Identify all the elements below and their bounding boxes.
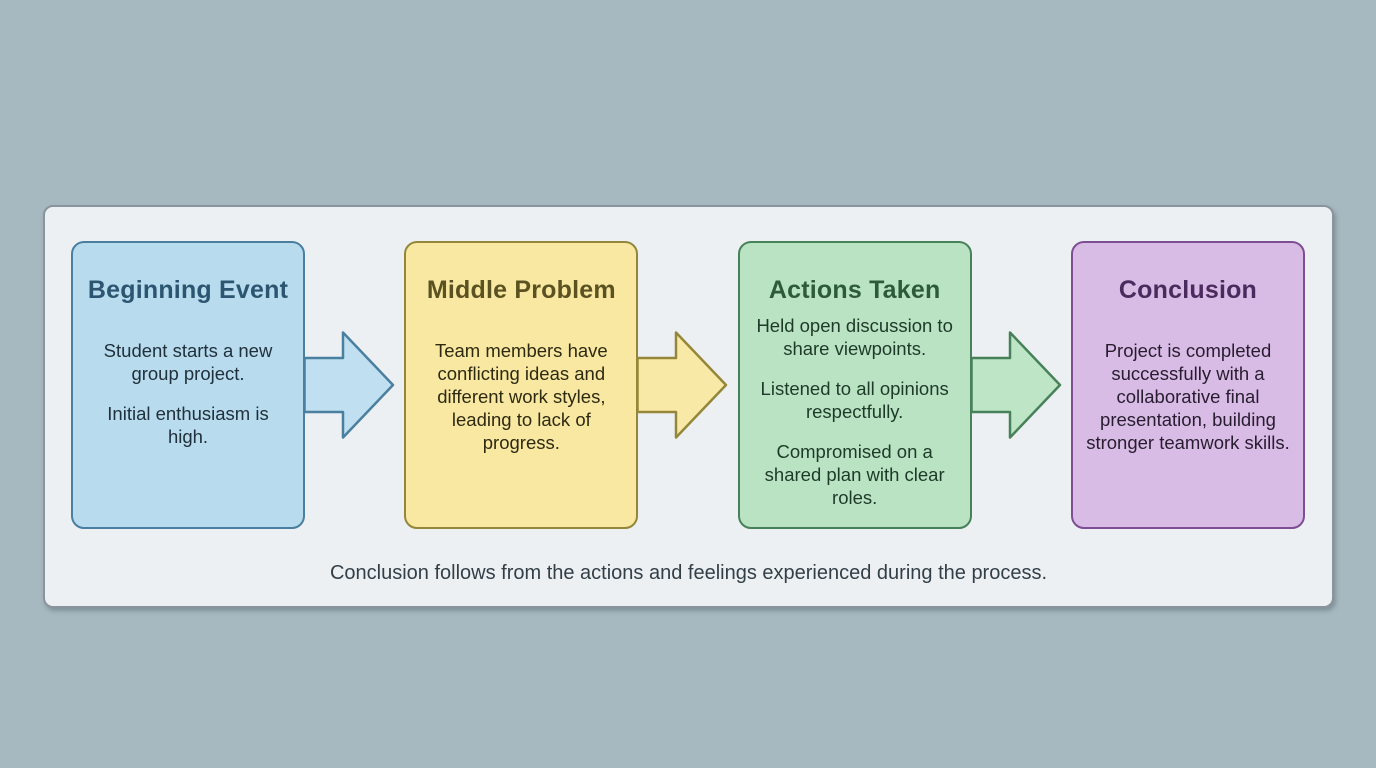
box-paragraph: Student starts a new group project. — [103, 340, 273, 384]
box-body: Student starts a new group project. Init… — [85, 339, 291, 448]
flow-row: Beginning Event Student starts a new gro… — [71, 241, 1305, 529]
box-paragraph: Compromised on a shared plan with clear … — [764, 441, 945, 508]
box-body: Project is completed successfully with a… — [1085, 339, 1291, 454]
box-body: Held open discussion to share viewpoints… — [752, 314, 958, 509]
arrow-cell — [636, 241, 737, 529]
box-paragraph: Listened to all opinions respectfully. — [760, 378, 949, 422]
box-conclusion: Conclusion Project is completed successf… — [1070, 241, 1305, 529]
right-arrow-icon — [636, 331, 728, 439]
arrow-cell — [969, 241, 1071, 529]
arrow-cell — [303, 241, 404, 529]
arrow-shape — [636, 331, 728, 439]
right-arrow-icon — [969, 331, 1061, 439]
box-body: Team members have conflicting ideas and … — [418, 339, 624, 454]
box-paragraph: Initial enthusiasm is high. — [107, 403, 269, 447]
box-title-beginning-event: Beginning Event — [87, 276, 289, 304]
box-paragraph: Project is completed successfully with a… — [1086, 340, 1290, 453]
flowchart-panel: Beginning Event Student starts a new gro… — [43, 205, 1334, 608]
box-title-middle-problem: Middle Problem — [426, 276, 616, 304]
box-middle-problem: Middle Problem Team members have conflic… — [404, 241, 639, 529]
box-paragraph: Team members have conflicting ideas and … — [434, 340, 608, 453]
box-actions-taken: Actions Taken Held open discussion to sh… — [737, 241, 972, 529]
box-paragraph: Held open discussion to share viewpoints… — [756, 315, 953, 359]
box-title-conclusion: Conclusion — [1118, 276, 1258, 304]
right-arrow-icon — [303, 331, 395, 439]
box-beginning-event: Beginning Event Student starts a new gro… — [71, 241, 305, 529]
box-title-actions-taken: Actions Taken — [768, 276, 941, 304]
caption: Conclusion follows from the actions and … — [329, 562, 1048, 584]
arrow-shape — [969, 331, 1061, 439]
arrow-shape — [303, 331, 395, 439]
